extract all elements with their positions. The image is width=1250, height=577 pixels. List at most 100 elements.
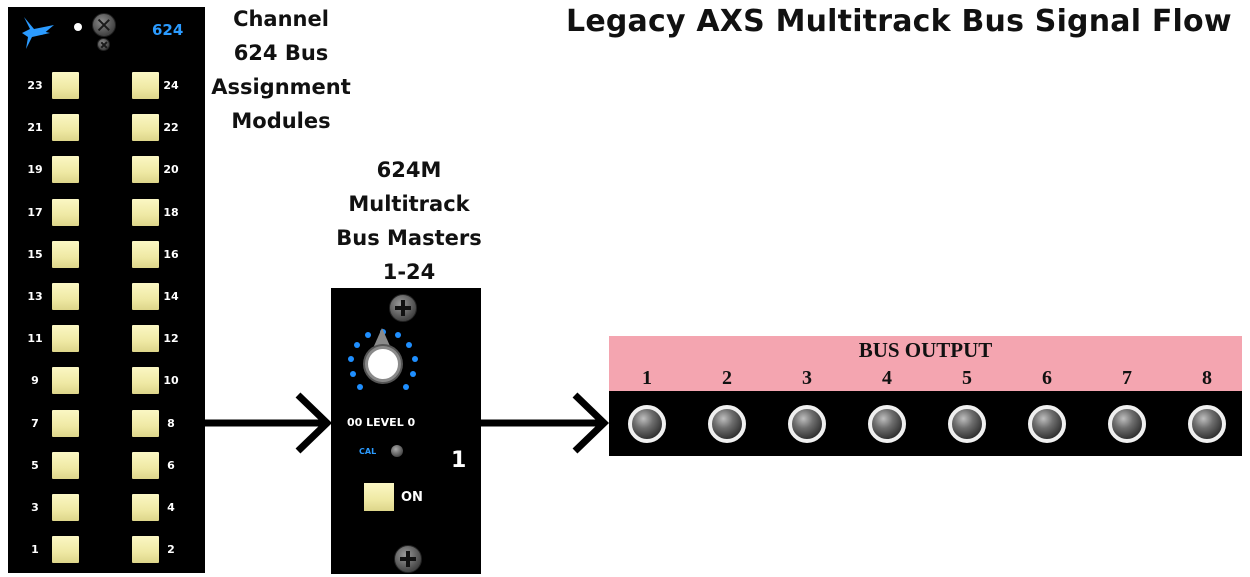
master-label: 624M Multitrack Bus Masters 1-24 bbox=[323, 153, 495, 289]
on-label: ON bbox=[401, 490, 423, 505]
channel-label-line: Assignment bbox=[211, 75, 351, 99]
knob-scale-dot bbox=[402, 383, 409, 390]
knob-scale-dot bbox=[411, 355, 418, 362]
bus-assign-button[interactable] bbox=[52, 240, 79, 268]
bus-number-label: 23 bbox=[27, 79, 43, 92]
bus-assign-button[interactable] bbox=[132, 72, 159, 99]
output-jack[interactable] bbox=[868, 405, 906, 443]
output-number-label: 8 bbox=[1202, 367, 1212, 389]
bus-number-label: 2 bbox=[167, 543, 175, 557]
knob-scale-dot bbox=[354, 342, 361, 349]
output-jack[interactable] bbox=[708, 405, 746, 443]
channel-label: Channel 624 Bus Assignment Modules bbox=[205, 2, 357, 138]
bus-assign-button[interactable] bbox=[52, 198, 79, 226]
output-jack[interactable] bbox=[628, 405, 666, 443]
bus-number-label: 18 bbox=[163, 205, 179, 219]
bus-assign-button[interactable] bbox=[52, 283, 79, 310]
bus-number-label: 15 bbox=[27, 247, 43, 261]
diagram-title: Legacy AXS Multitrack Bus Signal Flow bbox=[566, 4, 1232, 39]
cal-label: CAL bbox=[359, 447, 377, 456]
knob-scale-dot bbox=[410, 370, 417, 377]
bus-number-label: 11 bbox=[27, 332, 43, 346]
bus-assign-button[interactable] bbox=[52, 367, 79, 395]
output-number-label: 3 bbox=[802, 367, 812, 389]
bus-assign-button[interactable] bbox=[132, 283, 159, 310]
cal-led bbox=[391, 445, 403, 457]
output-number-label: 7 bbox=[1122, 367, 1132, 389]
bus-assign-button[interactable] bbox=[52, 114, 79, 142]
master-label-line: 624M bbox=[376, 158, 442, 182]
output-jack[interactable] bbox=[788, 405, 826, 443]
bus-assign-button[interactable] bbox=[52, 72, 79, 99]
output-number-label: 5 bbox=[962, 367, 972, 389]
output-number-label: 6 bbox=[1042, 367, 1052, 389]
bus-number-label: 13 bbox=[27, 290, 43, 303]
bus-assign-button[interactable] bbox=[132, 536, 159, 564]
bus-number-label: 22 bbox=[163, 121, 179, 135]
bus-assign-button[interactable] bbox=[132, 494, 159, 521]
knob-scale-dot bbox=[365, 332, 372, 339]
channel-label-line: 624 Bus bbox=[233, 41, 329, 65]
master-label-line: Multitrack bbox=[348, 192, 470, 216]
screw-icon bbox=[92, 13, 116, 37]
power-led bbox=[74, 23, 82, 31]
bus-assign-button[interactable] bbox=[52, 451, 79, 479]
bus-assign-button[interactable] bbox=[132, 240, 159, 268]
bus-assign-button[interactable] bbox=[132, 156, 159, 184]
bus-assign-button[interactable] bbox=[132, 409, 159, 437]
channel-label-line: Channel bbox=[233, 7, 329, 31]
output-jack[interactable] bbox=[1028, 405, 1066, 443]
knob-scale-dot bbox=[394, 332, 401, 339]
bus-assign-button[interactable] bbox=[132, 367, 159, 395]
bus-number-label: 20 bbox=[163, 163, 179, 177]
bus-output-title: BUS OUTPUT bbox=[858, 338, 993, 362]
master-label-line: Bus Masters bbox=[336, 226, 482, 250]
channel-number: 624 bbox=[152, 21, 184, 39]
bus-assign-button[interactable] bbox=[52, 536, 79, 564]
on-button[interactable] bbox=[364, 483, 394, 511]
output-jack[interactable] bbox=[948, 405, 986, 443]
bus-number-label: 4 bbox=[167, 501, 175, 514]
bus-number-label: 16 bbox=[163, 247, 179, 261]
bus-number-label: 24 bbox=[163, 79, 179, 92]
bus-number-label: 3 bbox=[31, 501, 39, 514]
bus-assign-button[interactable] bbox=[52, 325, 79, 353]
level-knob[interactable] bbox=[365, 346, 401, 382]
knob-scale-dot bbox=[357, 383, 364, 390]
output-jack[interactable] bbox=[1108, 405, 1146, 443]
master-module: 00 LEVEL 0 CAL 1 ON bbox=[331, 288, 481, 574]
module-number: 1 bbox=[451, 448, 467, 473]
channel-label-line: Modules bbox=[231, 109, 331, 133]
output-number-label: 4 bbox=[882, 367, 892, 389]
bus-output-header: BUS OUTPUT 1 2 3 4 5 6 7 8 bbox=[609, 336, 1242, 391]
bus-assign-button[interactable] bbox=[52, 409, 79, 437]
bus-assign-button[interactable] bbox=[132, 198, 159, 226]
bus-assign-button[interactable] bbox=[52, 494, 79, 521]
bus-number-label: 14 bbox=[163, 290, 179, 303]
plus-screw-icon bbox=[394, 545, 422, 573]
output-jack[interactable] bbox=[1188, 405, 1226, 443]
knob-scale-dot bbox=[348, 355, 355, 362]
bus-assign-button[interactable] bbox=[132, 114, 159, 142]
bus-number-label: 12 bbox=[163, 332, 179, 346]
output-number-label: 1 bbox=[642, 367, 652, 389]
bus-number-label: 9 bbox=[31, 374, 39, 388]
bus-number-label: 8 bbox=[167, 416, 175, 430]
bus-assign-button[interactable] bbox=[132, 451, 159, 479]
level-label: 00 LEVEL 0 bbox=[347, 416, 416, 429]
output-number-label: 2 bbox=[722, 367, 732, 389]
bus-output-strip bbox=[609, 391, 1242, 456]
knob-pointer-icon bbox=[374, 328, 390, 346]
arrow-icon bbox=[205, 392, 333, 454]
arrow-icon bbox=[481, 392, 610, 454]
bus-assign-button[interactable] bbox=[52, 156, 79, 184]
screw-icon bbox=[97, 38, 110, 51]
bus-assign-button[interactable] bbox=[132, 325, 159, 353]
plus-screw-icon bbox=[389, 294, 417, 322]
bus-number-label: 17 bbox=[27, 205, 43, 219]
bus-number-label: 19 bbox=[27, 163, 43, 177]
bus-number-label: 7 bbox=[31, 416, 39, 430]
knob-scale-dot bbox=[349, 370, 356, 377]
